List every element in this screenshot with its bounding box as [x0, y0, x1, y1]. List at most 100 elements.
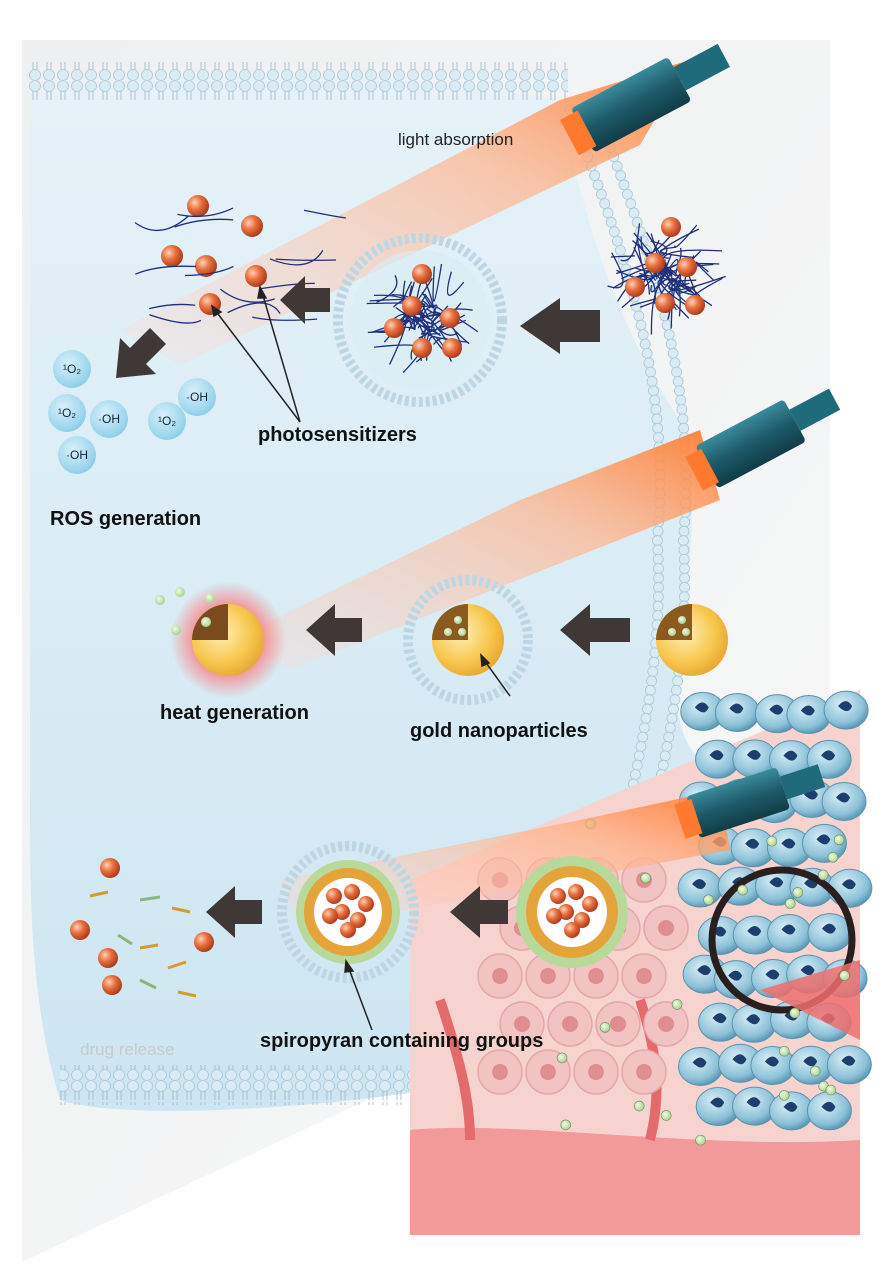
membrane-bead: [649, 394, 661, 406]
cell-nucleus: [540, 1064, 556, 1080]
membrane-bead: [645, 366, 656, 378]
nanoparticle-dot: [827, 852, 839, 863]
arrow-gold-2: [560, 604, 630, 656]
polymer-chain: [402, 317, 430, 373]
membrane-bead: [678, 535, 689, 546]
membrane-bead: [671, 366, 682, 378]
polymer-chain: [219, 288, 275, 303]
polymer-chain: [446, 271, 465, 296]
membrane-bead: [643, 357, 655, 369]
ros-bubble: ¹O₂: [148, 402, 186, 440]
membrane-bead: [608, 226, 620, 238]
photosensitizer-particle: [442, 338, 462, 358]
membrane-bead: [661, 741, 673, 752]
ros-bubble: ¹O₂: [48, 394, 86, 432]
polymer-chain: [275, 258, 337, 261]
membrane-bead: [659, 750, 671, 762]
arrow-drug: [206, 886, 262, 938]
membrane-bead: [605, 216, 617, 228]
label-photosensitizers: photosensitizers: [258, 424, 417, 446]
laser-3-icon: [674, 764, 826, 839]
membrane-bead: [651, 413, 663, 425]
membrane-bead: [652, 422, 664, 434]
tumor-nucleus: [712, 1013, 727, 1024]
tumor-nucleus: [800, 705, 815, 716]
membrane-bead: [644, 684, 656, 696]
photosensitizer-particle: [440, 308, 460, 328]
membrane-bead: [652, 553, 664, 565]
tissue-panel: [410, 690, 873, 1235]
cell-nucleus: [636, 968, 652, 984]
tumor-nucleus: [803, 1056, 818, 1067]
membrane-bead: [672, 376, 684, 387]
polymer-chain: [404, 319, 414, 324]
membrane-bead: [652, 600, 664, 612]
polymer-chain: [269, 249, 324, 266]
polymer-chain: [607, 252, 624, 289]
nanoparticle-dot: [556, 1052, 568, 1064]
photosensitizer-particle: [161, 245, 183, 267]
membrane-bead: [641, 347, 653, 359]
membrane-bead: [596, 188, 607, 200]
tumor-nucleus: [783, 750, 798, 761]
membrane-bead: [665, 338, 677, 350]
nanoparticle-dot: [599, 1022, 611, 1033]
membrane-bead: [678, 525, 690, 537]
membrane-bead: [611, 235, 623, 247]
polymer-chain: [135, 265, 197, 275]
drug-molecule: [326, 888, 342, 904]
photosensitizer-particle: [625, 277, 645, 297]
free-photosensitizers: [134, 195, 346, 324]
tumor-nucleus: [783, 1101, 798, 1112]
nanoparticle-dot: [660, 1110, 672, 1121]
polymer-chain: [636, 237, 648, 279]
polymer-chain: [695, 261, 714, 281]
arrow-ps-1: [280, 276, 330, 324]
membrane-bead: [637, 731, 649, 743]
drug-molecule: [568, 884, 584, 900]
membrane-bead: [650, 404, 662, 415]
label-spiropyran: spiropyran containing groups: [260, 1030, 544, 1052]
cell-nucleus: [540, 968, 556, 984]
membrane-bead: [669, 694, 681, 706]
photosensitizer-particle: [241, 215, 263, 237]
membrane-bead: [678, 544, 690, 556]
tumor-nucleus: [821, 1101, 836, 1112]
tumor-nucleus: [841, 1055, 856, 1066]
nanoparticle-dot: [778, 1045, 790, 1057]
membrane-bead: [622, 188, 633, 200]
membrane-bead: [652, 610, 664, 621]
photosensitizer-particle: [384, 318, 404, 338]
drug-molecule: [564, 922, 580, 938]
membrane-bead: [648, 385, 659, 397]
tumor-nucleus: [746, 1097, 761, 1108]
tumor-nucleus: [710, 1097, 725, 1108]
tumor-nucleus: [709, 750, 724, 761]
tumor-nucleus: [745, 838, 760, 849]
photosensitizer-particle: [195, 255, 217, 277]
tumor-nucleus: [692, 879, 707, 890]
nanoparticle-dot: [825, 1084, 837, 1096]
membrane-bead: [653, 563, 664, 575]
cell-nucleus: [658, 920, 674, 936]
nanoparticle-dot: [671, 999, 683, 1010]
membrane-bead: [676, 404, 688, 415]
arrow-ros: [116, 328, 166, 378]
heated-gold-nanoparticle: [155, 582, 286, 698]
nanoparticle-dot: [766, 835, 778, 847]
photosensitizer-particle: [245, 265, 267, 287]
cell-nucleus: [658, 1016, 674, 1032]
polymer-chain: [252, 316, 318, 321]
membrane-bead: [653, 572, 664, 584]
polymer-chain: [666, 279, 697, 297]
membrane-bead: [653, 432, 664, 444]
membrane-bead: [652, 544, 664, 556]
polymer-chain: [149, 314, 202, 324]
membrane-bead: [674, 385, 685, 397]
tumor-nucleus: [781, 838, 796, 849]
vesicle-photosensitizer: [333, 233, 507, 407]
nanoparticle-dot: [784, 898, 796, 909]
tumor-nucleus: [732, 1054, 747, 1065]
tumor-nucleus: [765, 969, 780, 980]
polymer-chain: [185, 265, 234, 277]
